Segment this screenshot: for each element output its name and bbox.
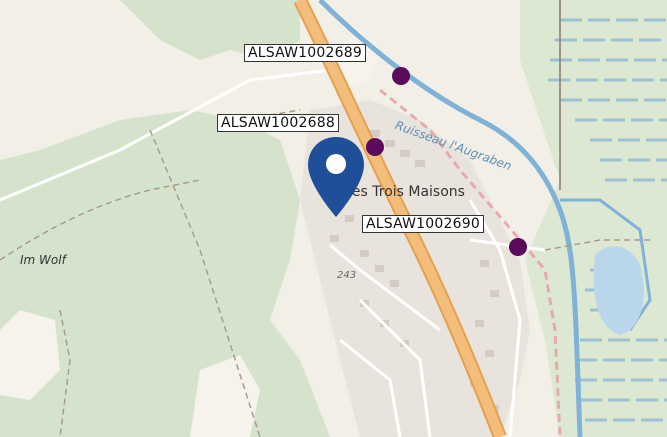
elevation-label: 243 [337,270,357,281]
station-marker-2688[interactable] [366,138,384,156]
stream-line [318,0,583,437]
station-label-2688: ALSAW1002688 [217,114,339,132]
town-label: les Trois Maisons [348,184,465,200]
location-pin-icon[interactable] [305,135,367,219]
station-marker-2689[interactable] [392,67,410,85]
station-label-2689: ALSAW1002689 [244,44,366,62]
forest-area-west [0,110,330,437]
locality-label: Im Wolf [20,253,66,267]
station-label-2690: ALSAW1002690 [362,215,484,233]
station-marker-2690[interactable] [509,238,527,256]
